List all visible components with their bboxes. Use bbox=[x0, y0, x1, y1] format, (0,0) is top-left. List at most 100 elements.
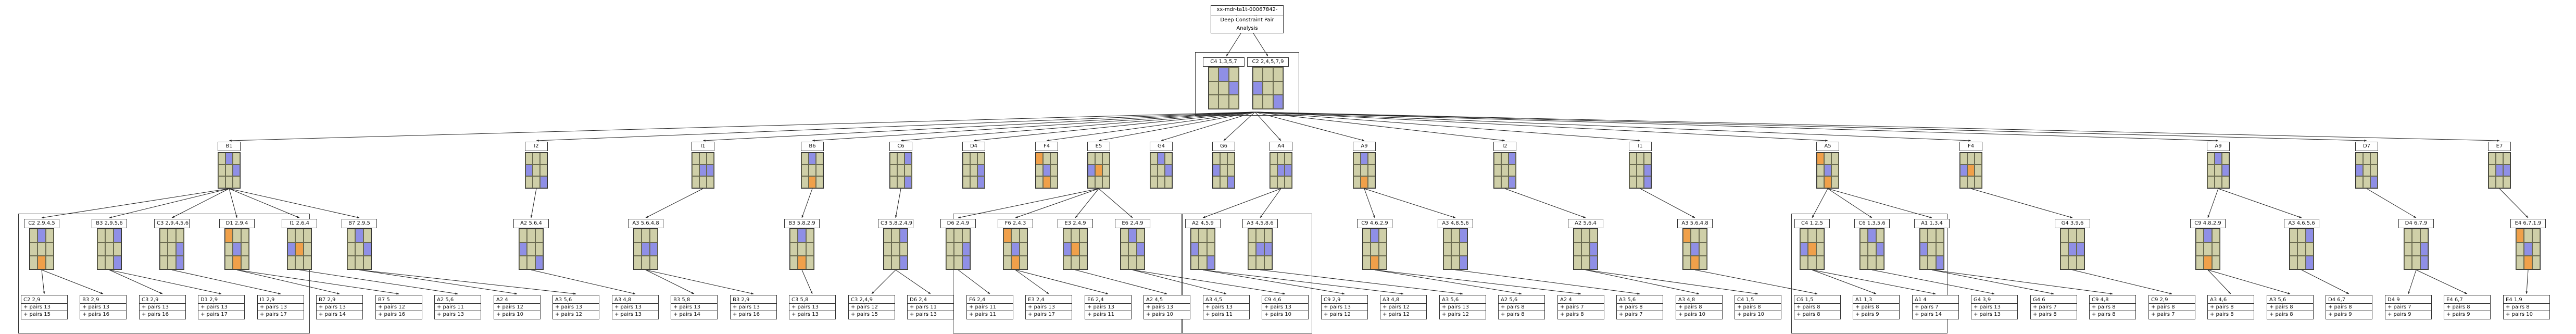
grid-cell bbox=[2370, 164, 2378, 177]
leaf-pairs-b: + pairs 12 bbox=[553, 311, 599, 318]
level2-node: C9 4,6,2,9 bbox=[1357, 219, 1392, 228]
edge bbox=[958, 269, 990, 294]
level1-node: D4 bbox=[962, 142, 985, 151]
grid-cell bbox=[1637, 164, 1644, 177]
grid-cell bbox=[1263, 67, 1273, 81]
grid-cell bbox=[884, 242, 892, 256]
level1-node: A5 bbox=[1816, 142, 1839, 151]
edge-arrow bbox=[2110, 292, 2113, 295]
grid-cell bbox=[1808, 256, 1816, 269]
leaf-title: C4 1,5 bbox=[1737, 297, 1754, 303]
grid-cell bbox=[970, 176, 977, 188]
level1-node: F4 bbox=[1035, 142, 1058, 151]
grid-cell bbox=[519, 256, 527, 269]
grid-cell bbox=[1128, 256, 1137, 269]
leaf-pairs-b: + pairs 14 bbox=[317, 311, 362, 318]
level1-grid bbox=[2207, 152, 2230, 189]
grid-cell bbox=[649, 242, 658, 256]
leaf-title: C3 5,8 bbox=[791, 297, 809, 303]
grid-cell bbox=[2222, 153, 2229, 165]
edge-arrow bbox=[357, 216, 359, 218]
edge bbox=[1374, 269, 1522, 294]
grid-cell bbox=[634, 242, 642, 256]
leaf-pairs-a: + pairs 13 bbox=[1026, 303, 1072, 311]
grid-cell bbox=[1071, 256, 1079, 269]
edge bbox=[1202, 188, 1281, 218]
leaf-pairs-a: + pairs 11 bbox=[967, 303, 1013, 311]
grid-cell bbox=[1501, 153, 1509, 165]
level1-node: D7 bbox=[2355, 142, 2378, 151]
grid-cell bbox=[1256, 242, 1264, 256]
grid-cell bbox=[1443, 242, 1452, 256]
edge bbox=[1015, 188, 1099, 218]
edge-arrow bbox=[1260, 215, 1263, 218]
grid-cell bbox=[1581, 256, 1590, 269]
grid-cell bbox=[218, 176, 225, 188]
edge-arrow bbox=[958, 216, 961, 218]
grid-cell bbox=[2068, 242, 2077, 256]
edge-arrow bbox=[2525, 291, 2528, 294]
grid-cell bbox=[519, 229, 527, 242]
level2-node: B3 5,8,2,9 bbox=[784, 219, 820, 228]
edge-arrow bbox=[1933, 292, 1936, 295]
leaf-pairs-b: + pairs 10 bbox=[1144, 311, 1190, 318]
grid-cell bbox=[2290, 242, 2298, 256]
grid-cell bbox=[1277, 176, 1285, 188]
leaf-pairs-a: + pairs 11 bbox=[435, 303, 481, 311]
grid-cell bbox=[535, 229, 543, 242]
grid-cell bbox=[634, 256, 642, 269]
edge-arrow bbox=[1046, 291, 1049, 294]
grid-cell bbox=[1158, 153, 1165, 165]
edge bbox=[1254, 112, 1281, 141]
leaf-node: E4 6,7+ pairs 8+ pairs 9 bbox=[2444, 295, 2491, 319]
grid-cell bbox=[1363, 242, 1371, 256]
edge-arrow bbox=[1105, 292, 1108, 294]
grid-cell bbox=[1860, 256, 1868, 269]
leaf-node: C6 1,5+ pairs 8+ pairs 8 bbox=[1794, 295, 1841, 319]
grid-cell bbox=[897, 176, 904, 188]
grid-cell bbox=[160, 256, 168, 269]
leaf-pairs-b: + pairs 10 bbox=[1262, 311, 1308, 318]
leaf-pairs-a: + pairs 11 bbox=[908, 303, 953, 311]
level1-grid bbox=[2488, 152, 2511, 189]
leaf-node: D1 2,9+ pairs 13+ pairs 17 bbox=[198, 295, 245, 319]
grid-cell bbox=[1158, 176, 1165, 188]
edge bbox=[1694, 269, 1818, 294]
edge bbox=[1202, 269, 1404, 294]
edge-arrow bbox=[1161, 139, 1164, 141]
grid-cell bbox=[1967, 153, 1975, 165]
grid-cell bbox=[977, 153, 985, 165]
edge-arrow bbox=[235, 215, 237, 218]
grid-cell bbox=[168, 229, 176, 242]
edge-arrow bbox=[100, 292, 103, 294]
grid-cell bbox=[347, 229, 356, 242]
leaf-node: E4 1,9+ pairs 8+ pairs 10 bbox=[2503, 295, 2550, 319]
edge-arrow bbox=[812, 139, 815, 142]
level2-node: E3 2,4,9 bbox=[1058, 219, 1093, 228]
level2-grid bbox=[287, 228, 312, 270]
grid-cell bbox=[1363, 229, 1371, 242]
leaf-node: A3 5,6+ pairs 8+ pairs 8 bbox=[2267, 295, 2314, 319]
edge-arrow bbox=[2346, 292, 2349, 294]
edge-arrow bbox=[692, 292, 694, 294]
edge-arrow bbox=[928, 291, 931, 294]
level2-grid bbox=[2195, 228, 2220, 270]
grid-cell bbox=[1975, 153, 1982, 165]
leaf-pairs-b: + pairs 13 bbox=[435, 311, 481, 318]
grid-cell bbox=[897, 164, 904, 177]
edge-arrow bbox=[2497, 139, 2499, 142]
grid-cell bbox=[233, 153, 240, 165]
grid-cell bbox=[1378, 242, 1387, 256]
edge-arrow bbox=[2525, 215, 2528, 218]
grid-cell bbox=[303, 256, 311, 269]
grid-cell bbox=[806, 256, 814, 269]
leaf-node: C4 1,5+ pairs 8+ pairs 10 bbox=[1735, 295, 1781, 319]
level2-node: A3 4,5,8,6 bbox=[1242, 219, 1278, 228]
leaf-pairs-a: + pairs 13 bbox=[1440, 303, 1486, 311]
edge-arrow bbox=[109, 216, 112, 218]
grid-cell bbox=[2196, 242, 2204, 256]
grid-cell bbox=[1699, 256, 1707, 269]
leaf-title: B3 2,9 bbox=[82, 297, 99, 303]
grid-cell bbox=[1876, 229, 1884, 242]
